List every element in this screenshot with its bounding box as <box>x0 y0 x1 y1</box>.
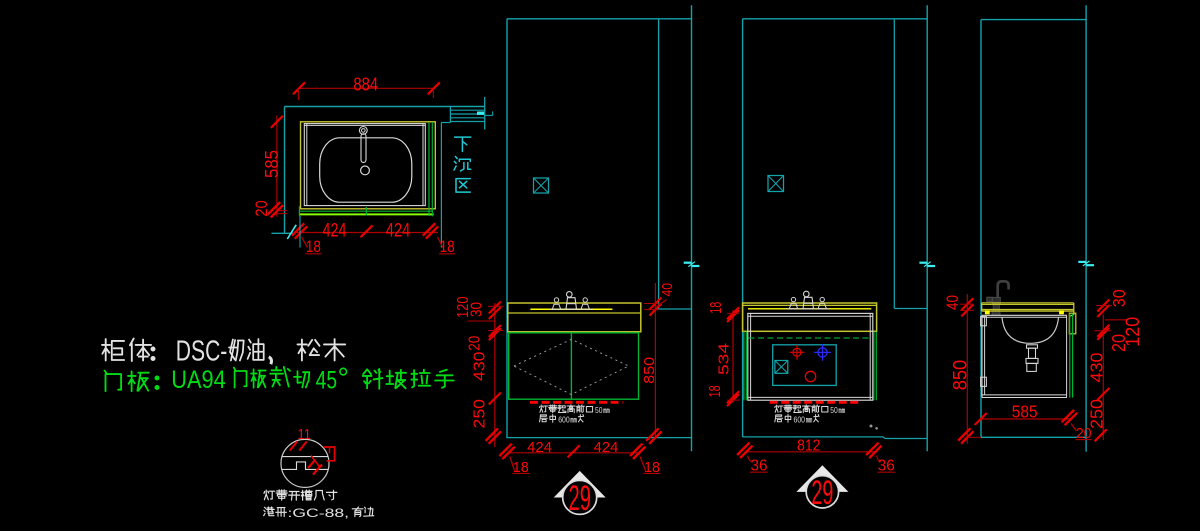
svg-text::GC-88,: :GC-88, <box>288 506 350 520</box>
svg-text:mm: mm <box>570 415 577 424</box>
svg-text:mm: mm <box>839 406 846 415</box>
svg-text:mm: mm <box>806 415 813 424</box>
svg-text:600: 600 <box>794 414 806 424</box>
svg-text:250: 250 <box>472 399 489 429</box>
svg-text:DSC-: DSC- <box>176 335 228 367</box>
svg-text:18: 18 <box>644 460 660 476</box>
svg-text:18: 18 <box>707 385 724 397</box>
svg-text:120: 120 <box>455 296 472 318</box>
svg-text:30: 30 <box>1109 289 1129 307</box>
svg-text:424: 424 <box>386 219 411 241</box>
svg-text:50: 50 <box>830 405 838 415</box>
svg-text:120: 120 <box>1122 317 1144 347</box>
svg-text:424: 424 <box>594 440 619 456</box>
svg-text:424: 424 <box>527 440 552 456</box>
svg-text:850: 850 <box>950 360 972 391</box>
svg-text:430: 430 <box>1087 352 1107 382</box>
svg-text:UA94: UA94 <box>171 366 226 394</box>
svg-text:424: 424 <box>323 219 347 241</box>
svg-text:600: 600 <box>558 414 570 424</box>
svg-text:534: 534 <box>716 343 732 375</box>
svg-text:30: 30 <box>469 302 486 317</box>
svg-text:11: 11 <box>298 426 312 443</box>
svg-text:20: 20 <box>467 335 484 350</box>
svg-text:20: 20 <box>1109 334 1129 352</box>
svg-text:18: 18 <box>708 302 725 314</box>
svg-text:50: 50 <box>595 405 603 415</box>
svg-text:20: 20 <box>1076 426 1092 442</box>
svg-text:40: 40 <box>943 295 962 310</box>
svg-text:585: 585 <box>1012 402 1038 422</box>
svg-text:18: 18 <box>306 238 321 256</box>
svg-text:250: 250 <box>1087 399 1107 429</box>
svg-text:29: 29 <box>569 479 592 518</box>
svg-text:40: 40 <box>660 283 676 297</box>
svg-text:mm: mm <box>603 406 610 415</box>
svg-text:29: 29 <box>811 474 833 512</box>
svg-text:36: 36 <box>751 458 768 475</box>
svg-text:430: 430 <box>472 351 489 381</box>
svg-text:850: 850 <box>641 357 658 384</box>
svg-text:20: 20 <box>252 200 271 217</box>
svg-text:812: 812 <box>797 438 821 455</box>
svg-text:18: 18 <box>440 238 455 256</box>
svg-text:36: 36 <box>878 458 895 475</box>
svg-text:18: 18 <box>513 460 529 476</box>
svg-text:45: 45 <box>316 366 338 394</box>
svg-text:585: 585 <box>262 150 282 178</box>
svg-text:884: 884 <box>353 74 378 95</box>
